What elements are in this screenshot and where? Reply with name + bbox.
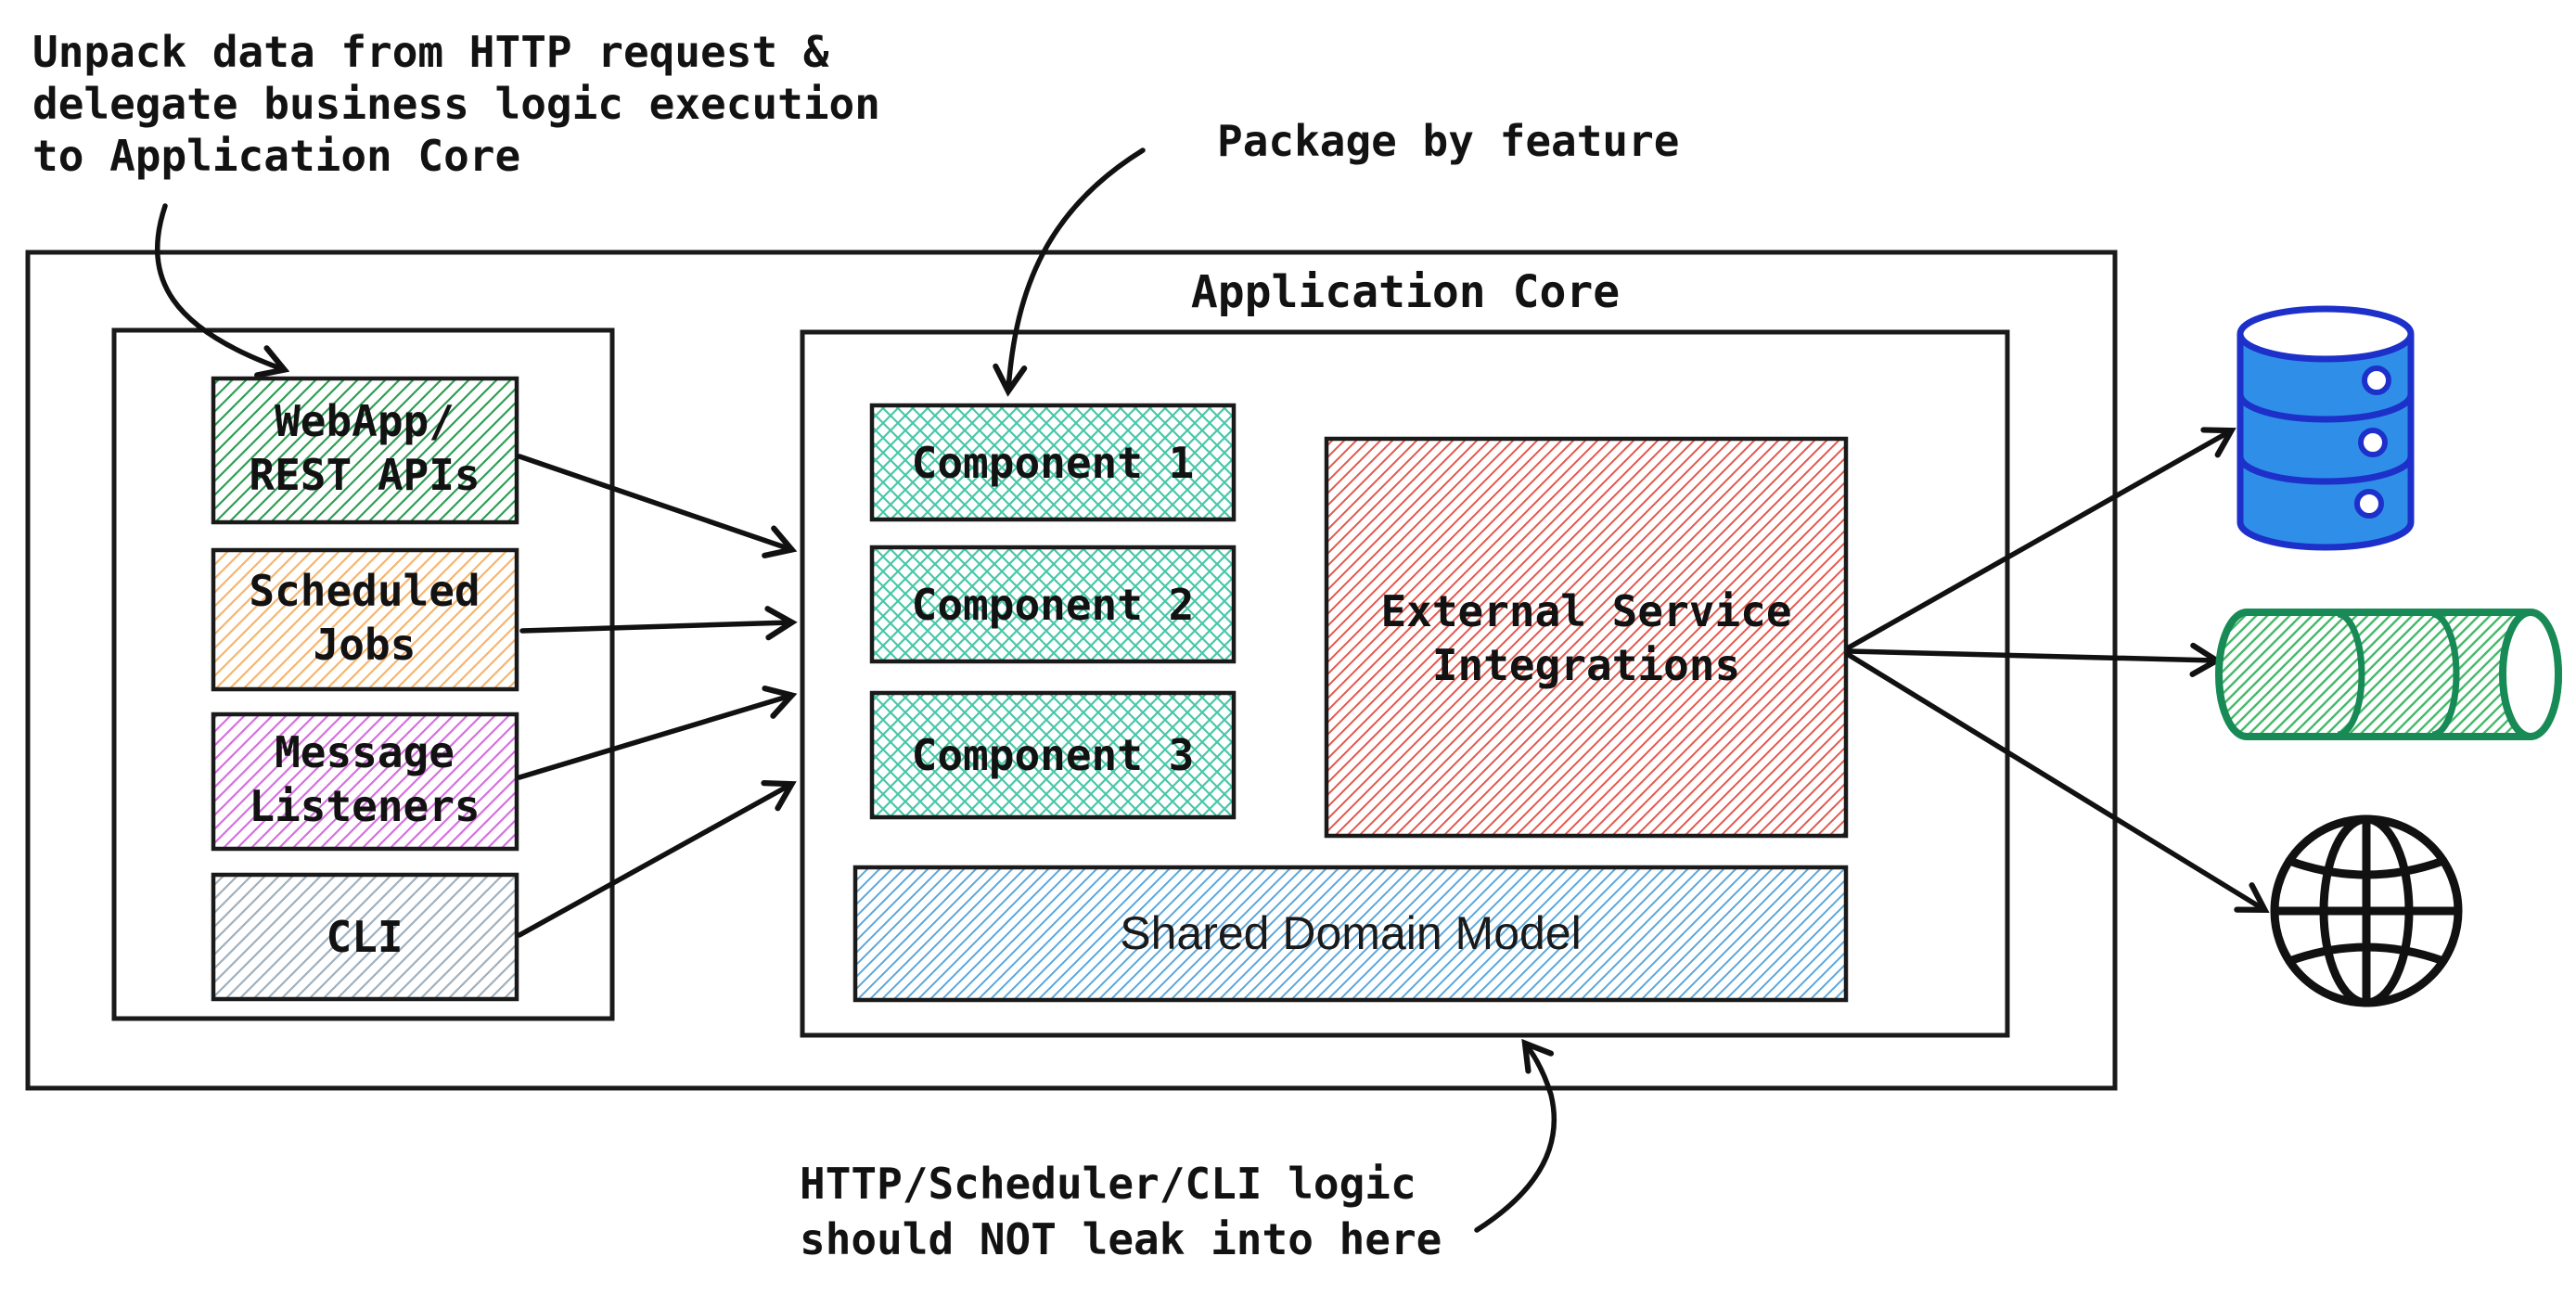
external-service-integrations-box: External Service Integrations — [1324, 436, 1849, 839]
scheduled-jobs-label-line-1: Scheduled — [249, 566, 480, 616]
scheduled-jobs-box: Scheduled Jobs — [211, 547, 519, 692]
unpack-annotation-line-3: to Application Core — [32, 131, 520, 181]
component-2-label: Component 2 — [912, 580, 1195, 630]
unpack-annotation-arrow — [155, 203, 290, 378]
database-icon — [2236, 305, 2415, 551]
shared-domain-model-box: Shared Domain Model — [852, 865, 1849, 1003]
webapp-rest-apis-box: WebApp/ REST APIs — [211, 376, 519, 525]
component-2-box: Component 2 — [869, 545, 1237, 664]
webapp-rest-apis-label-line-2: REST APIs — [249, 450, 480, 500]
arrow-core-to-globe — [1846, 652, 2270, 914]
package-annotation: Package by feature — [1217, 116, 1680, 166]
pipe-cylinder-icon — [2215, 609, 2562, 740]
unpack-annotation-line-1: Unpack data from HTTP request & — [32, 27, 829, 77]
cli-box: CLI — [211, 872, 519, 1002]
webapp-rest-apis-label-line-1: WebApp/ — [275, 396, 455, 446]
arrow-webapp-to-core — [517, 454, 798, 558]
component-3-box: Component 3 — [869, 690, 1237, 820]
message-listeners-label-line-1: Message — [275, 727, 455, 777]
arrow-listeners-to-core — [517, 686, 798, 780]
scheduled-jobs-label-line-2: Jobs — [314, 620, 417, 670]
unpack-annotation-line-2: delegate business logic execution — [32, 79, 880, 129]
unpack-annotation: Unpack data from HTTP request & delegate… — [32, 27, 880, 181]
leak-annotation-arrow — [1474, 1038, 1557, 1233]
package-annotation-arrow — [993, 147, 1146, 397]
arrow-core-to-database — [1846, 427, 2236, 650]
arrow-core-to-queue — [1846, 642, 2223, 677]
arrow-scheduled-to-core — [519, 606, 798, 641]
external-service-integrations-label-line-1: External Service — [1380, 586, 1791, 636]
leak-annotation-line-1: HTTP/Scheduler/CLI logic — [800, 1159, 1416, 1209]
shared-domain-model-label: Shared Domain Model — [1120, 907, 1582, 959]
message-listeners-box: Message Listeners — [211, 712, 519, 852]
message-listeners-label-line-2: Listeners — [249, 781, 480, 831]
globe-icon — [2270, 814, 2463, 1007]
component-1-label: Component 1 — [912, 438, 1195, 488]
component-3-label: Component 3 — [912, 730, 1195, 780]
external-service-integrations-label-line-2: Integrations — [1432, 640, 1740, 690]
leak-annotation: HTTP/Scheduler/CLI logic should NOT leak… — [800, 1159, 1442, 1264]
cli-label: CLI — [326, 912, 403, 962]
component-1-box: Component 1 — [869, 403, 1237, 522]
application-core-title: Application Core — [1191, 266, 1620, 318]
arrow-cli-to-core — [517, 780, 797, 938]
leak-annotation-line-2: should NOT leak into here — [800, 1214, 1442, 1264]
